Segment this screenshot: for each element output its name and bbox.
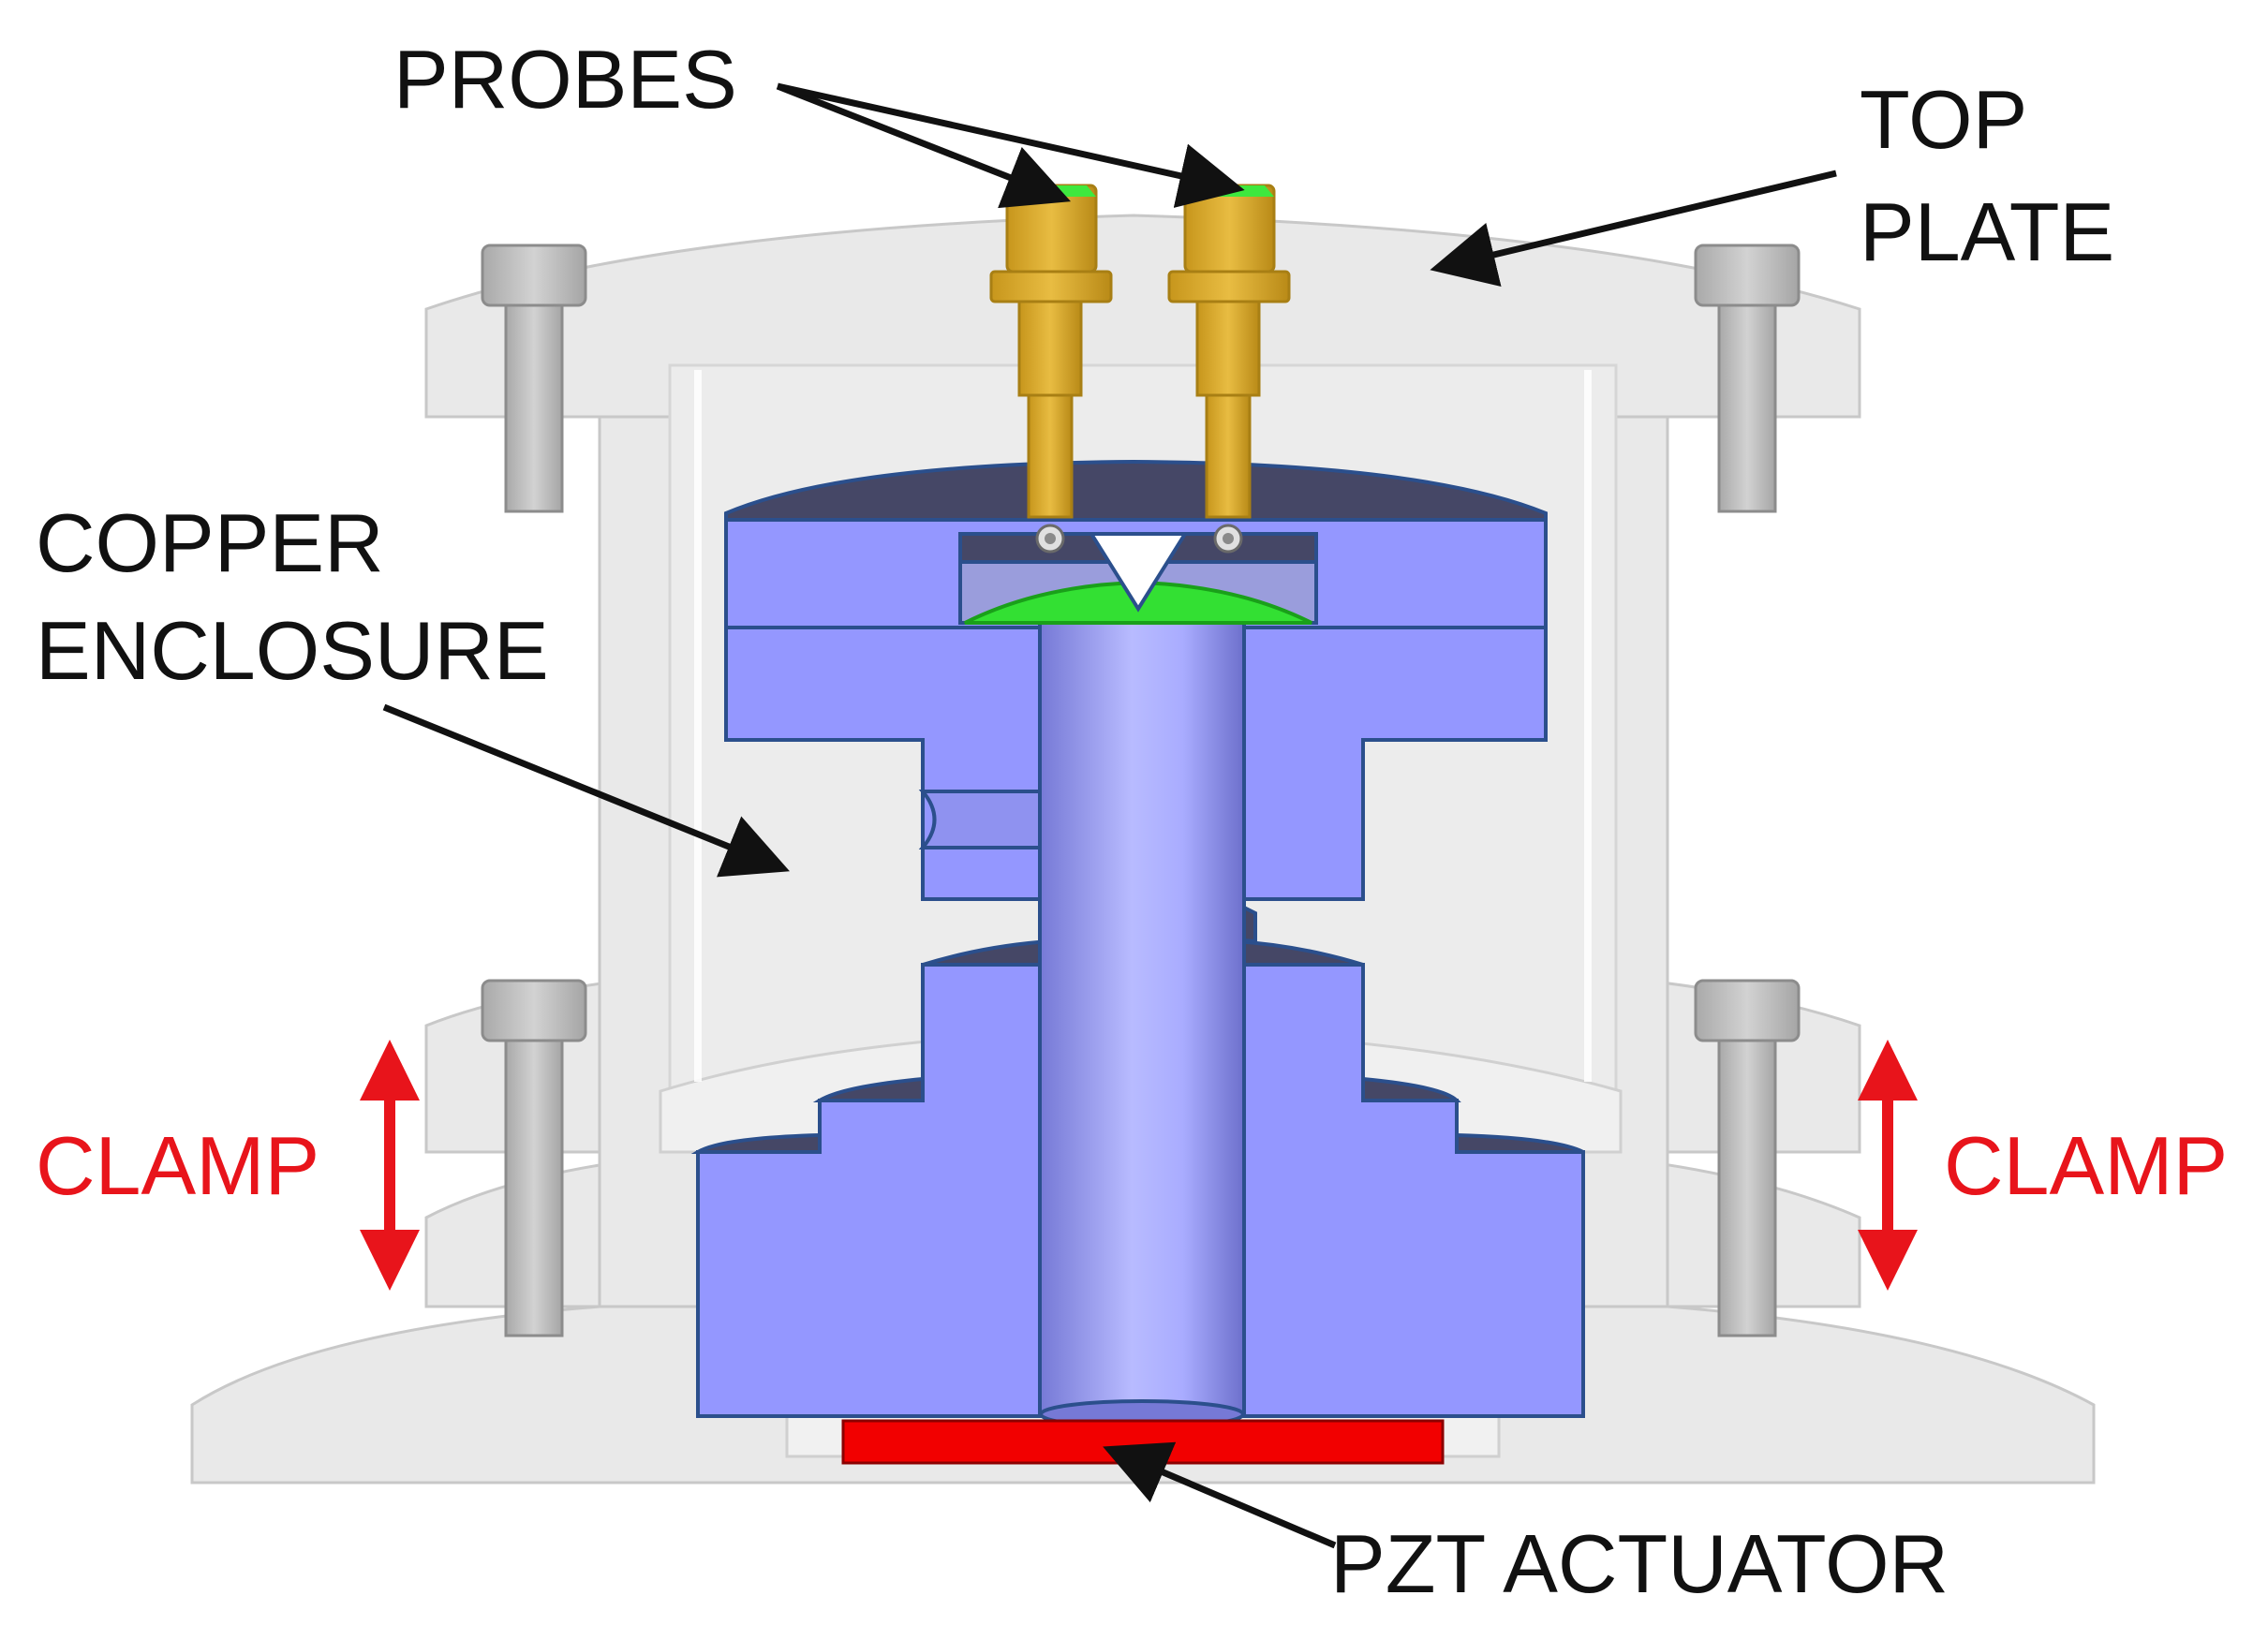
- label-pzt-actuator: PZT ACTUATOR: [1330, 1517, 1949, 1610]
- label-probes: PROBES: [393, 33, 737, 126]
- probe-left: [989, 184, 1113, 554]
- label-clamp-right: CLAMP: [1944, 1119, 2228, 1212]
- top-pocket: [958, 532, 1318, 625]
- arrow-probes-right: [777, 82, 1245, 208]
- bolt-bottom-right: [1694, 979, 1801, 1337]
- label-top-plate-line2: PLATE: [1860, 185, 2114, 278]
- labels: PROBES TOP PLATE COPPER ENCLOSURE CLAMP …: [36, 33, 2228, 1610]
- bolt-top-right: [1694, 244, 1801, 513]
- arrow-pzt: [1103, 1441, 1337, 1549]
- pointer-arrows: [382, 82, 1837, 1549]
- arrow-copper-enclosure: [382, 703, 790, 878]
- clamp-arrows: [360, 1040, 1918, 1291]
- bolt-top-left: [481, 244, 587, 513]
- clamp-arrow-right: [1858, 1040, 1918, 1291]
- arrow-top-plate: [1430, 170, 1837, 288]
- pzt-actuator: [841, 1419, 1445, 1465]
- label-copper-line2: ENCLOSURE: [36, 604, 549, 697]
- arrow-probes-left: [776, 82, 1072, 209]
- label-copper-line1: COPPER: [36, 496, 384, 589]
- label-top-plate-line1: TOP: [1860, 73, 2027, 166]
- bolts: [481, 244, 1801, 1337]
- central-rod: [1038, 618, 1246, 1429]
- label-clamp-left: CLAMP: [36, 1119, 319, 1212]
- clamp-arrow-left: [360, 1040, 420, 1291]
- bolt-bottom-left: [481, 979, 587, 1337]
- copper-cap-top: [724, 459, 1548, 526]
